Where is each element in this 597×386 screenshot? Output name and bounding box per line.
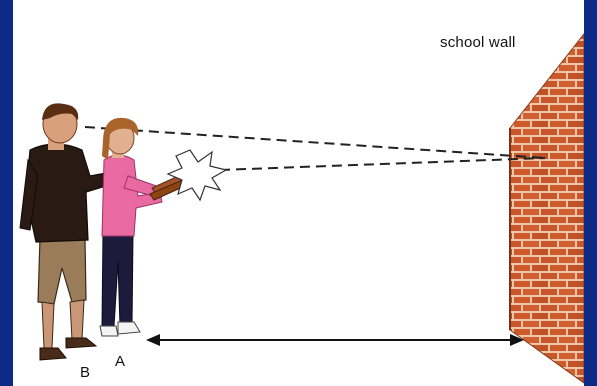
wall-label: school wall [440, 34, 516, 51]
frame-left-border [0, 0, 13, 386]
frame-right-border [584, 0, 597, 386]
clap-burst-icon [166, 149, 228, 202]
person-a [99, 117, 166, 337]
dashed-sound-line-icon [219, 157, 546, 171]
person-a-label: A [115, 353, 126, 370]
double-arrow-icon [146, 334, 524, 346]
person-b-label: B [80, 364, 91, 381]
person-b [19, 103, 119, 361]
dashed-sound-line-icon [84, 126, 546, 159]
school-wall [509, 32, 585, 384]
